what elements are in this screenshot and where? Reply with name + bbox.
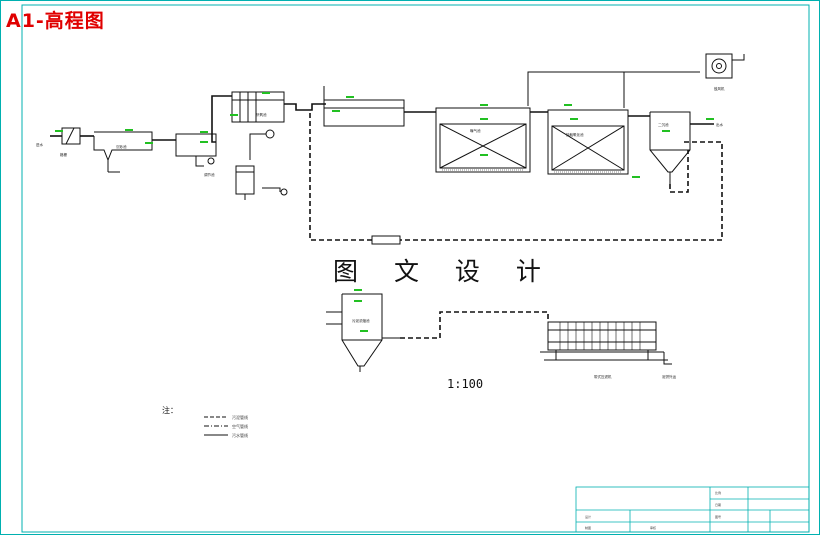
tb-cell: 设计 — [585, 514, 591, 519]
drawing-title: A1-高程图 — [6, 10, 105, 32]
tb-cell: 制图 — [585, 525, 591, 530]
vessel — [235, 165, 255, 195]
legend-label-dashed: 污泥管线 — [232, 415, 248, 420]
label-thickener: 污泥浓缩池 — [352, 318, 370, 323]
anaerobic-tank — [231, 91, 285, 123]
label-clarifier: 二沉池 — [658, 122, 669, 127]
watermark-text: 图 文 设 计 — [333, 257, 555, 286]
regulating-tank — [175, 133, 217, 157]
label-blower: 鼓风机 — [714, 86, 725, 91]
grit-tank — [93, 131, 153, 162]
label-regulating: 调节池 — [204, 172, 215, 177]
tb-cell: 审核 — [650, 525, 656, 530]
press-rollers — [559, 322, 641, 350]
label-grit: 沉砂池 — [116, 144, 127, 149]
sludge-return-line — [309, 111, 723, 241]
aeration-tank-2 — [547, 109, 629, 175]
screen-tank — [61, 127, 81, 145]
legend — [204, 416, 228, 436]
label-inlet: 进水 — [36, 142, 43, 147]
label-cake: 泥饼外运 — [662, 374, 676, 379]
legend-label-dashdot: 空气管线 — [232, 424, 248, 429]
scale-label: 1:100 — [447, 377, 484, 391]
belt-press — [547, 321, 657, 351]
legend-heading: 注： — [162, 406, 178, 415]
blower — [705, 53, 733, 79]
return-pump — [371, 235, 401, 245]
level-markers — [55, 92, 714, 332]
tb-cell: 图号 — [715, 514, 721, 519]
label-tank2: 接触氧化池 — [566, 132, 584, 137]
title-block — [575, 486, 810, 533]
label-anaerobic: 厌氧池 — [256, 112, 267, 117]
tb-cell: 日期 — [715, 502, 721, 507]
filter-tank — [323, 99, 405, 127]
aeration-tank-1 — [435, 107, 531, 173]
title-block-text: 设计 制图 审核 比例 日期 图号 — [585, 490, 721, 530]
unit-labels: 进水 格栅 沉砂池 调节池 厌氧池 曝气池 接触氧化池 二沉池 出水 鼓风机 污… — [36, 86, 725, 379]
label-tank1: 曝气池 — [470, 128, 481, 133]
process-line — [50, 53, 745, 200]
sludge-transfer-line — [400, 311, 549, 339]
pump — [265, 129, 275, 139]
inner-border — [21, 4, 810, 533]
diffusers — [442, 169, 622, 173]
label-screen: 格栅 — [60, 152, 67, 157]
legend-label-solid: 污水管线 — [232, 433, 248, 438]
tb-cell: 比例 — [715, 490, 721, 495]
label-press: 带式压滤机 — [594, 374, 612, 379]
label-outlet: 出水 — [716, 122, 724, 127]
sludge-line — [326, 293, 672, 372]
